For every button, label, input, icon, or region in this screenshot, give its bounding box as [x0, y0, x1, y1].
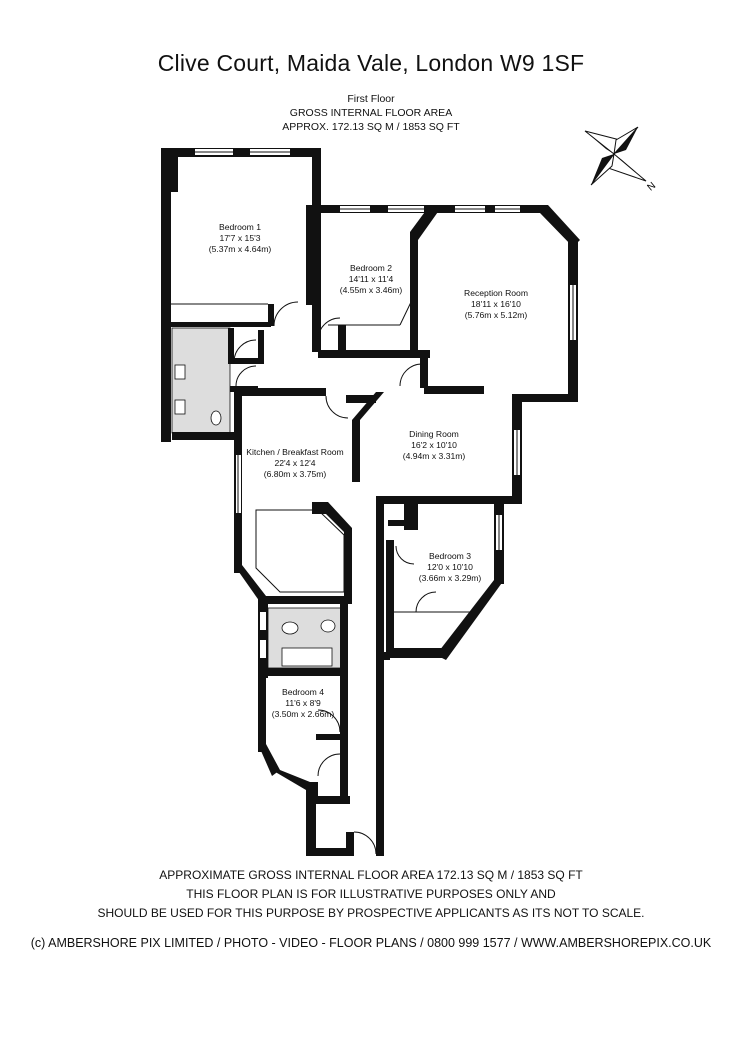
svg-text:Kitchen / Breakfast Room: Kitchen / Breakfast Room	[246, 447, 343, 457]
svg-text:Bedroom 3: Bedroom 3	[429, 551, 471, 561]
compass-icon: N	[584, 126, 658, 193]
room-label-bedroom-4: Bedroom 4 11'6 x 8'9 (3.50m x 2.66m)	[272, 687, 335, 719]
svg-text:Dining Room: Dining Room	[409, 429, 459, 439]
page-title: Clive Court, Maida Vale, London W9 1SF	[157, 50, 585, 76]
reception-room-walls	[399, 205, 580, 402]
kitchen-walls	[234, 388, 384, 604]
svg-text:(6.80m x 3.75m): (6.80m x 3.75m)	[264, 469, 327, 479]
room-label-kitchen: Kitchen / Breakfast Room 22'4 x 12'4 (6.…	[246, 447, 343, 479]
ensuite-bathroom	[171, 327, 264, 440]
svg-text:(3.50m x 2.66m): (3.50m x 2.66m)	[272, 709, 335, 719]
svg-text:(5.76m x 5.12m): (5.76m x 5.12m)	[465, 310, 528, 320]
room-label-bedroom-3: Bedroom 3 12'0 x 10'10 (3.66m x 3.29m)	[419, 551, 482, 583]
area-value: APPROX. 172.13 SQ M / 1853 SQ FT	[282, 121, 460, 133]
room-label-dining-room: Dining Room 16'2 x 10'10 (4.94m x 3.31m)	[403, 429, 466, 461]
copyright-footer: (c) AMBERSHORE PIX LIMITED / PHOTO - VID…	[30, 936, 712, 950]
svg-text:Bedroom 4: Bedroom 4	[282, 687, 324, 697]
svg-text:17'7 x 15'3: 17'7 x 15'3	[219, 233, 260, 243]
svg-text:14'11 x 11'4: 14'11 x 11'4	[349, 274, 394, 284]
compass-north-label: N	[645, 180, 658, 193]
area-heading: GROSS INTERNAL FLOOR AREA	[289, 107, 453, 119]
svg-text:16'2 x 10'10: 16'2 x 10'10	[411, 440, 457, 450]
bedroom-4-walls	[258, 674, 377, 856]
room-label-reception-room: Reception Room 18'11 x 16'10 (5.76m x 5.…	[464, 288, 528, 320]
corridor-walls	[376, 604, 390, 856]
disclaimer-notes: APPROXIMATE GROSS INTERNAL FLOOR AREA 17…	[0, 866, 742, 923]
svg-text:12'0 x 10'10: 12'0 x 10'10	[427, 562, 473, 572]
svg-text:(5.37m x 4.64m): (5.37m x 4.64m)	[209, 244, 272, 254]
room-label-bedroom-2: Bedroom 2 14'11 x 11'4 (4.55m x 3.46m)	[340, 263, 403, 295]
floor-label: First Floor	[347, 93, 395, 105]
note-line: THIS FLOOR PLAN IS FOR ILLUSTRATIVE PURP…	[186, 887, 556, 901]
bedroom-3-walls	[376, 504, 504, 660]
svg-text:Bedroom 1: Bedroom 1	[219, 222, 261, 232]
svg-text:Bedroom 2: Bedroom 2	[350, 263, 392, 273]
note-line: APPROXIMATE GROSS INTERNAL FLOOR AREA 17…	[159, 868, 583, 882]
dining-room-walls	[376, 394, 522, 530]
svg-text:22'4 x 12'4: 22'4 x 12'4	[274, 458, 315, 468]
note-line: SHOULD BE USED FOR THIS PURPOSE BY PROSP…	[97, 906, 645, 920]
bedroom-1-walls	[161, 148, 321, 442]
svg-text:(4.55m x 3.46m): (4.55m x 3.46m)	[340, 285, 403, 295]
svg-text:(3.66m x 3.29m): (3.66m x 3.29m)	[419, 573, 482, 583]
svg-text:(4.94m x 3.31m): (4.94m x 3.31m)	[403, 451, 466, 461]
svg-text:Reception Room: Reception Room	[464, 288, 528, 298]
svg-text:11'6 x 8'9: 11'6 x 8'9	[285, 698, 321, 708]
svg-text:18'11 x 16'10: 18'11 x 16'10	[471, 299, 521, 309]
bathroom-walls	[258, 600, 348, 678]
room-label-bedroom-1: Bedroom 1 17'7 x 15'3 (5.37m x 4.64m)	[209, 222, 272, 254]
